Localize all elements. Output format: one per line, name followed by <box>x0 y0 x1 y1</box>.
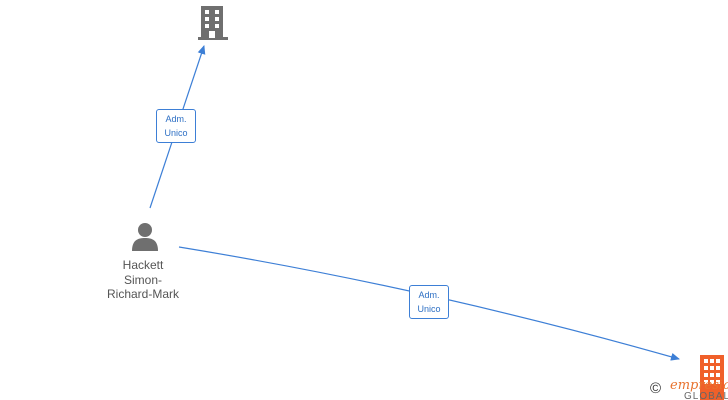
edge-label-top-line1: Adm. <box>165 114 187 124</box>
copyright-symbol: © <box>650 380 662 397</box>
person-name-line2: Simon- <box>123 272 162 287</box>
person-name-line3: Richard-Mark <box>106 287 179 301</box>
watermark: © empresia GLOBAL <box>650 378 728 400</box>
edge-label-bottom-line1: Adm. <box>418 290 440 300</box>
edge-label-bottom-line2: Unico <box>417 304 441 314</box>
building-icon-highlighted[interactable] <box>697 354 728 400</box>
edge-label-top[interactable]: Adm. Unico <box>156 109 196 143</box>
edge-label-bottom[interactable]: Adm. Unico <box>409 285 449 319</box>
brand-subtitle: GLOBAL <box>684 391 728 400</box>
person-name[interactable]: Hackett Simon- Richard-Mark <box>93 258 193 302</box>
edge-label-top-line2: Unico <box>164 128 188 138</box>
person-icon[interactable] <box>130 222 160 252</box>
building-icon[interactable] <box>196 5 230 41</box>
person-name-line1: Hackett <box>122 258 164 272</box>
brand-name: empresia <box>670 378 728 393</box>
